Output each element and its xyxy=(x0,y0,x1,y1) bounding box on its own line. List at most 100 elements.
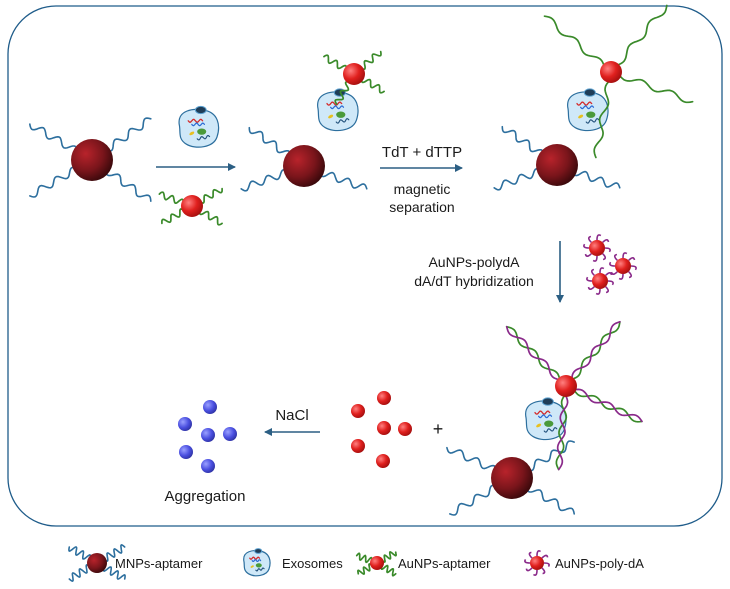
dispersed-aunp xyxy=(398,422,412,436)
exosome-lipid xyxy=(250,565,254,568)
exosome-cap xyxy=(583,88,596,97)
dispersed-aunp xyxy=(377,391,391,405)
legend-mnps-icon xyxy=(68,544,126,582)
exosome-cap xyxy=(541,397,554,406)
polyda-arm xyxy=(602,238,610,243)
step-nacl-label: NaCl xyxy=(275,407,309,424)
mnp-bead xyxy=(71,139,113,181)
aunp-polyda-reagent xyxy=(583,234,611,262)
exosome-dna xyxy=(196,135,211,141)
dispersed-aunp xyxy=(376,454,390,468)
aggregated-aunp xyxy=(179,445,193,459)
exosome-rna xyxy=(580,105,595,110)
polyda-arm xyxy=(541,554,549,559)
polyda-arm xyxy=(596,234,602,241)
exosome-rna xyxy=(538,414,553,419)
exosome-rna xyxy=(191,122,205,127)
exosome-rna xyxy=(330,105,345,110)
polyda-strand xyxy=(505,325,561,381)
polyda-arm xyxy=(532,569,538,576)
dna-strand xyxy=(360,77,385,94)
polyda-arm xyxy=(604,247,611,253)
polyda-arm xyxy=(590,268,595,276)
aptamer-strand xyxy=(248,126,291,158)
aunp-aptamer-complex-stage2 xyxy=(323,50,385,105)
aptamer-strand xyxy=(446,446,498,472)
polyda-arm xyxy=(524,558,531,564)
aptamer-strand xyxy=(240,168,289,192)
aunp-hybridized-complex-stage4 xyxy=(505,320,643,471)
diagram-frame xyxy=(7,5,723,527)
dna-strand xyxy=(380,551,397,563)
aggregated-aunp xyxy=(178,417,192,431)
exosome-rna xyxy=(576,101,593,106)
aunp-bead xyxy=(600,61,622,83)
exosome-complex-stage4 xyxy=(525,397,567,441)
dna-strand xyxy=(573,388,643,423)
dna-strand xyxy=(380,564,397,577)
dna-strand xyxy=(198,187,223,204)
aptamer-strand xyxy=(68,564,91,582)
dna-strand xyxy=(543,15,606,68)
exosome-dna xyxy=(335,118,350,124)
dispersed-aunp xyxy=(377,421,391,435)
polyda-arm xyxy=(610,271,618,276)
dna-strand xyxy=(505,325,561,381)
mnp-bead xyxy=(536,144,578,186)
exosome-rna xyxy=(534,410,551,415)
step-aunps-polyda-label: AuNPs-polydA xyxy=(428,254,520,270)
aunp-bead xyxy=(615,258,631,274)
dna-strand xyxy=(593,79,611,159)
dna-strand xyxy=(570,320,621,381)
mnp-aptamer-stage1 xyxy=(29,117,152,202)
aptamer-strand xyxy=(68,546,92,560)
aunp-aptamer-reagent xyxy=(158,187,223,226)
aggregated-aunp xyxy=(201,428,215,442)
step-hybridization-label: dA/dT hybridization xyxy=(414,273,534,289)
aunp-bead xyxy=(592,273,608,289)
aunp-bead xyxy=(589,240,605,256)
mnp-bead xyxy=(491,457,533,499)
exosome-dna xyxy=(585,118,600,124)
exosome-dna xyxy=(543,427,558,433)
polyda-arm xyxy=(525,567,533,572)
legend-aunps-polyda-icon xyxy=(524,550,550,576)
dna-strand xyxy=(555,393,568,471)
exosome-cap xyxy=(194,105,207,115)
exosome-lipid xyxy=(189,131,195,136)
aptamer-strand xyxy=(501,125,544,157)
polyda-strand xyxy=(573,388,643,423)
aptamer-strand xyxy=(102,566,126,580)
aggregated-aunp xyxy=(203,400,217,414)
dna-strand xyxy=(615,4,668,67)
dna-strand xyxy=(355,552,373,564)
dna-strand xyxy=(334,80,351,105)
exosome-membrane xyxy=(567,91,609,132)
aunp-bead xyxy=(181,195,203,217)
polyda-arm xyxy=(587,286,595,291)
aunp-polydt-complex-stage3 xyxy=(543,4,694,159)
dna-strand xyxy=(323,54,348,71)
dna-strand xyxy=(359,50,382,71)
aptamer-strand xyxy=(319,170,368,190)
polyda-arm xyxy=(609,261,616,267)
polyda-arm xyxy=(613,253,618,261)
polyda-arm xyxy=(602,253,607,261)
polyda-arm xyxy=(592,255,598,262)
exosome-protein xyxy=(255,563,262,568)
mnp-complex-stage3 xyxy=(493,125,621,191)
dispersed-aunp xyxy=(351,404,365,418)
exosome-rna xyxy=(249,556,261,560)
polyda-strand xyxy=(556,393,569,471)
dna-strand xyxy=(198,209,223,226)
polyda-arm xyxy=(622,252,628,259)
aptamer-strand xyxy=(525,485,575,515)
legend-aunps-polyda-label: AuNPs-poly-dA xyxy=(555,556,644,571)
exosome-protein xyxy=(586,111,596,118)
aggregation-label: Aggregation xyxy=(164,488,246,505)
aptamer-strand xyxy=(29,166,79,198)
dna-strand xyxy=(161,208,186,225)
dna-strand xyxy=(357,563,374,575)
exosome-membrane xyxy=(243,550,271,577)
